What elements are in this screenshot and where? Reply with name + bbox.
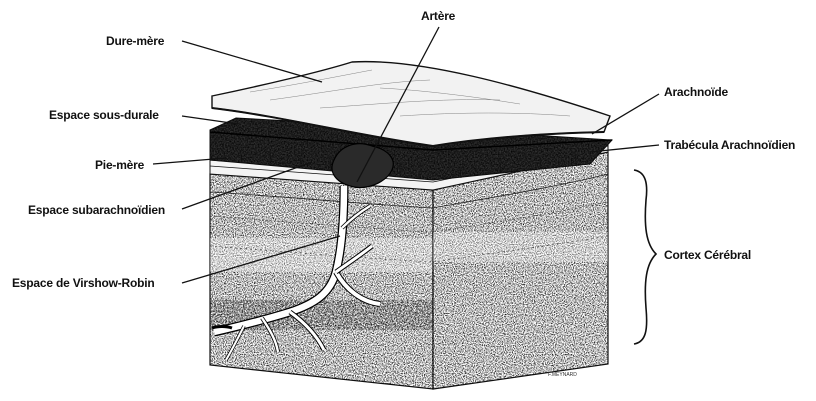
label-arachnoide: Arachnoïde — [664, 85, 728, 99]
leader-dure-mere — [182, 41, 322, 82]
label-pie-mere: Pie-mère — [95, 158, 144, 172]
label-cortex-cerebral: Cortex Cérébral — [664, 248, 751, 262]
label-espace-subarachnoidien: Espace subarachnoïdien — [28, 203, 165, 217]
cortex-front-face — [205, 170, 437, 395]
label-espace-sous-durale: Espace sous-durale — [49, 108, 159, 122]
label-espace-virshow-robin: Espace de Virshow-Robin — [12, 276, 155, 290]
label-trabecula-arachnoidien: Trabécula Arachnoïdien — [664, 138, 795, 152]
label-artere: Artère — [421, 9, 455, 23]
artist-signature: F.MEYNARD — [548, 372, 577, 378]
cortex-brace — [634, 170, 656, 344]
leader-espace-sous-durale — [182, 116, 238, 124]
label-dure-mere: Dure-mère — [106, 34, 164, 48]
